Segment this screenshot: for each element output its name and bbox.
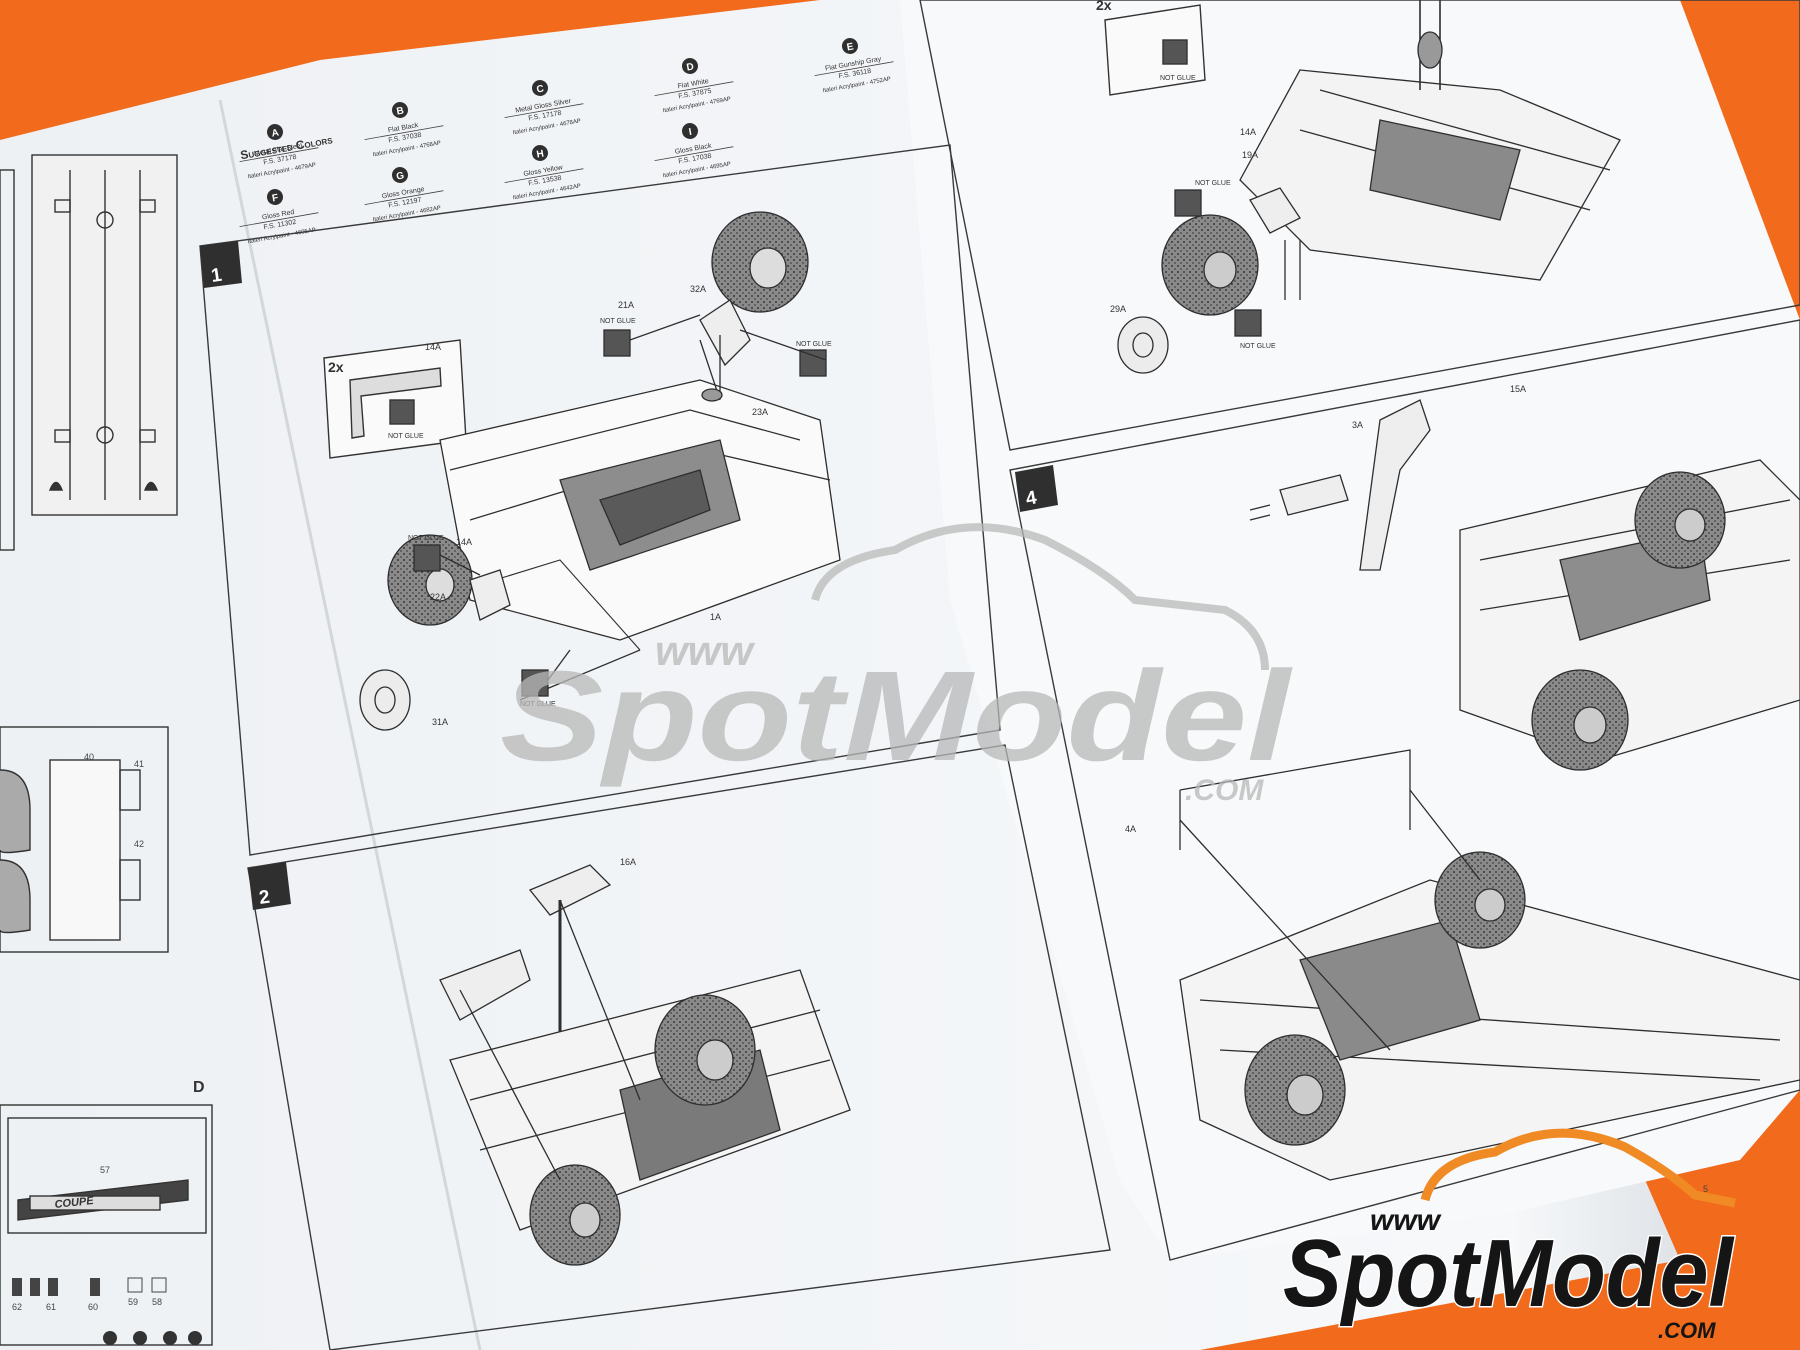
color-letter: A [271,127,280,139]
color-letter-badge [532,80,548,96]
seat-parts-panel [0,726,169,953]
callout-1a: 1A [710,612,721,622]
not-glue-label-d: NOT GLUE [520,701,556,708]
color-letter: B [396,105,405,117]
color-letter: G [395,170,405,182]
watermark-brand: SpotModel [500,645,1293,788]
decal-num-61: 61 [46,1302,56,1312]
decal-num-59: 59 [128,1297,138,1307]
chassis-top-view [0,154,178,551]
color-divider [504,168,584,183]
callout-14a: 14A [425,342,441,352]
color-divider [814,61,894,76]
decal-num-57: 57 [100,1165,110,1175]
callout-32a: 32A [690,284,706,294]
callout-19a: 19A [1242,150,1258,160]
callout-31a: 31A [432,717,448,727]
color-letter: D [686,61,695,73]
callout-3a: 3A [1352,420,1363,430]
color-divider [239,147,319,162]
multiplier-label: 2x [328,359,344,375]
callout-23a: 23A [752,407,768,417]
step-2-drawing [439,864,851,1266]
step-3-panel [919,0,1800,451]
callout-14a-step3: 14A [1240,127,1256,137]
color-divider [654,81,734,96]
decal-num-60: 60 [88,1302,98,1312]
color-letter-badge [392,167,408,183]
step-1-number: 1 [210,265,224,287]
not-glue-label-3c: NOT GLUE [1240,343,1276,350]
color-letter: E [846,41,855,53]
watermark-www: www [655,627,755,674]
color-letter-badge [682,123,698,139]
decal-num-41: 41 [134,759,144,769]
step-4-drawing [1179,399,1800,1181]
watermark-com: .COM [1185,774,1264,807]
color-letter-badge [842,38,858,54]
color-letter-badge [267,189,283,205]
logo-brand: SpotModel [1283,1220,1735,1327]
decal-sheet-panel [0,1104,213,1346]
step-4-number: 4 [1024,487,1038,510]
callout-22a: 22A [430,592,446,602]
callout-16a: 16A [620,857,636,867]
step-2-number: 2 [258,887,271,909]
not-glue-label-c: NOT GLUE [408,535,444,542]
color-divider [504,103,584,118]
not-glue-label-3: NOT GLUE [1160,75,1196,82]
color-letter: I [688,127,693,138]
center-watermark: www SpotModel .COM [500,523,1293,807]
decal-num-62: 62 [12,1302,22,1312]
step-1-drawing [359,211,841,731]
section-letter-d: D [193,1079,205,1096]
logo-com: .COM [1658,1318,1716,1343]
color-letter-badge [682,58,698,74]
callout-4a: 4A [1125,824,1136,834]
page-number-right: 5 [1703,1184,1708,1194]
not-glue-label-a: NOT GLUE [600,318,636,325]
callout-15a: 15A [1510,384,1526,394]
not-glue-label-3b: NOT GLUE [1195,180,1231,187]
decal-num-58: 58 [152,1297,162,1307]
color-divider [364,125,444,140]
step-1-panel: 1 [199,144,1001,856]
step-3-drawing [1117,0,1621,374]
callout-14a-step1: 14A [456,537,472,547]
color-letter-badge [267,124,283,140]
callout-21a: 21A [618,300,634,310]
not-glue-label-b: NOT GLUE [796,341,832,348]
decal-bottom-strip [103,1331,202,1345]
multiplier-label-3: 2x [1096,0,1112,13]
color-letter: C [536,83,545,95]
decal-num-40: 40 [84,752,94,762]
callout-29a: 29A [1110,304,1126,314]
not-glue-label-1: NOT GLUE [388,433,424,440]
decal-num-42: 42 [134,839,144,849]
spotmodel-logo: www SpotModel .COM [1282,1128,1737,1343]
color-divider [364,190,444,205]
color-letter: H [536,148,545,160]
step-2-panel: 2 [247,744,1111,1350]
color-letter-badge [532,145,548,161]
color-letter-badge [392,102,408,118]
not-glue-inset-3 [1104,4,1206,96]
color-letter: F [271,193,279,205]
step-4-panel: 4 [1009,319,1800,1261]
color-divider [654,146,734,161]
color-divider [239,212,319,227]
small-decals-row [12,1277,167,1296]
logo-www: www [1370,1204,1442,1237]
decal-coupe-text: COUPE [54,1195,95,1211]
